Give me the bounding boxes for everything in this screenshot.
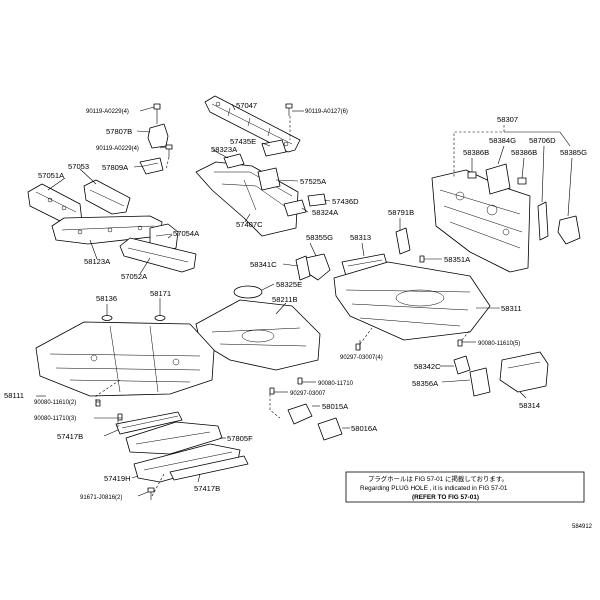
label-58211b: 58211B bbox=[272, 295, 298, 304]
part-57047-cross-member bbox=[204, 95, 301, 153]
label-57419h: 57419H bbox=[104, 474, 131, 483]
part-58311-rear-floor-pan bbox=[333, 261, 491, 341]
part-58111-front-floor-pan bbox=[35, 321, 215, 397]
label-58136: 58136 bbox=[96, 294, 117, 303]
label-58015a: 58015A bbox=[322, 402, 349, 411]
label-57417b-a: 57417B bbox=[57, 432, 83, 441]
plug-hole-note: プラグホールは FIG 57-01 に掲載しております。 Regarding P… bbox=[345, 471, 585, 503]
label-58016a: 58016A bbox=[351, 424, 378, 433]
part-58307-rear-panel bbox=[431, 169, 531, 273]
label-58324a: 58324A bbox=[312, 208, 339, 217]
part-57052a-member bbox=[119, 237, 197, 273]
bolt-91671-j0816-icon bbox=[147, 487, 155, 500]
part-57053-reinforcement bbox=[83, 179, 131, 215]
bolt-90119-a0229-icon bbox=[165, 144, 173, 157]
label-90080-11610-2: 90080-11610(2) bbox=[34, 400, 76, 406]
part-58791b-bracket bbox=[395, 227, 411, 255]
label-90297-03007-4: 90297-03007(4) bbox=[340, 355, 383, 361]
part-58171-plug bbox=[154, 315, 166, 321]
figure-id: 584912 bbox=[572, 524, 593, 530]
label-58342c: 58342C bbox=[414, 362, 441, 371]
part-58706d-bracket bbox=[537, 201, 549, 241]
label-58171: 58171 bbox=[150, 289, 171, 298]
label-90297-03007: 90297-03007 bbox=[290, 391, 326, 397]
label-58313: 58313 bbox=[350, 233, 371, 242]
label-58706d: 58706D bbox=[529, 136, 556, 145]
label-58355g: 58355G bbox=[306, 233, 333, 242]
part-57436d-bracket bbox=[307, 193, 327, 207]
label-58386b-b: 58386B bbox=[511, 148, 537, 157]
label-58791b: 58791B bbox=[388, 208, 414, 217]
part-58211b-center-floor bbox=[195, 299, 321, 371]
part-58323a-bracket bbox=[223, 153, 245, 169]
note-line-2: Regarding PLUG HOLE , it is indicated in… bbox=[360, 485, 508, 492]
part-58385g-bracket bbox=[557, 215, 581, 245]
part-57417b-rocker-lower bbox=[169, 455, 249, 481]
label-90119-a0127: 90119-A0127(6) bbox=[305, 109, 348, 115]
part-58325e-plate bbox=[233, 285, 263, 299]
label-58307: 58307 bbox=[497, 115, 518, 124]
label-57053: 57053 bbox=[68, 162, 89, 171]
label-57417b-b: 57417B bbox=[194, 484, 220, 493]
note-line-1: プラグホールは FIG 57-01 に掲載しております。 bbox=[368, 474, 508, 483]
part-labels: 57047 90119-A0127(6) 90119-A0229(4) 5780… bbox=[4, 101, 587, 501]
label-57054a: 57054A bbox=[173, 229, 200, 238]
label-58385g: 58385G bbox=[560, 148, 587, 157]
label-57525a: 57525A bbox=[300, 177, 327, 186]
label-58111: 58111 bbox=[4, 391, 24, 400]
label-58123a: 58123A bbox=[84, 257, 111, 266]
label-58341c: 58341C bbox=[250, 260, 277, 269]
part-57809a-bracket bbox=[139, 157, 164, 175]
part-57417b-rocker-upper bbox=[115, 411, 183, 435]
bolt-90119-a0127-icon bbox=[285, 103, 293, 116]
part-58015a-bracket bbox=[287, 403, 313, 425]
label-57407c: 57407C bbox=[236, 220, 263, 229]
note-line-3: (REFER TO FIG 57-01) bbox=[412, 494, 479, 501]
label-90080-11710-3: 90080-11710(3) bbox=[34, 416, 76, 422]
label-58311: 58311 bbox=[501, 304, 522, 313]
fastener-icons bbox=[95, 255, 463, 421]
label-90119-a0229-a: 90119-A0229(4) bbox=[86, 109, 129, 115]
label-90080-11710-a: 90080-11710 bbox=[318, 381, 354, 387]
label-57809a: 57809A bbox=[102, 163, 129, 172]
part-58386b-bracket-b bbox=[517, 177, 527, 185]
label-58325e: 58325E bbox=[276, 280, 302, 289]
label-58384g: 58384G bbox=[489, 136, 516, 145]
leader-lines bbox=[36, 103, 573, 497]
part-58136-plug bbox=[101, 315, 113, 321]
part-57807b-bracket bbox=[147, 103, 169, 149]
label-91671-j0816: 91671-J0816(2) bbox=[80, 495, 122, 501]
label-90080-11610-5: 90080-11610(5) bbox=[478, 341, 520, 347]
part-58356a-bracket bbox=[469, 367, 491, 397]
label-58386b-a: 58386B bbox=[463, 148, 489, 157]
label-57436d: 57436D bbox=[332, 197, 359, 206]
part-57525a-bracket bbox=[257, 167, 281, 191]
label-57807b: 57807B bbox=[106, 127, 132, 136]
part-58341c-bracket bbox=[295, 255, 311, 281]
label-57047: 57047 bbox=[236, 101, 257, 110]
part-58384g-bracket bbox=[485, 163, 511, 195]
label-57435e: 57435E bbox=[230, 137, 256, 146]
label-57805f: 57805F bbox=[227, 434, 253, 443]
label-58356a: 58356A bbox=[412, 379, 439, 388]
part-58314-bracket bbox=[499, 351, 549, 393]
label-90119-a0229-b: 90119-A0229(4) bbox=[96, 146, 139, 152]
part-58324a-bracket bbox=[283, 199, 307, 217]
label-58314: 58314 bbox=[519, 401, 540, 410]
label-57051a: 57051A bbox=[38, 171, 65, 180]
label-58351a: 58351A bbox=[444, 255, 471, 264]
label-58323a: 58323A bbox=[211, 145, 238, 154]
label-57052a: 57052A bbox=[121, 272, 148, 281]
part-57435e-bracket bbox=[261, 139, 287, 157]
part-58016a-bracket bbox=[317, 417, 343, 441]
part-58123a-member bbox=[51, 215, 163, 245]
part-58386b-bracket-a bbox=[467, 171, 477, 179]
part-58342c-bracket bbox=[453, 355, 471, 375]
